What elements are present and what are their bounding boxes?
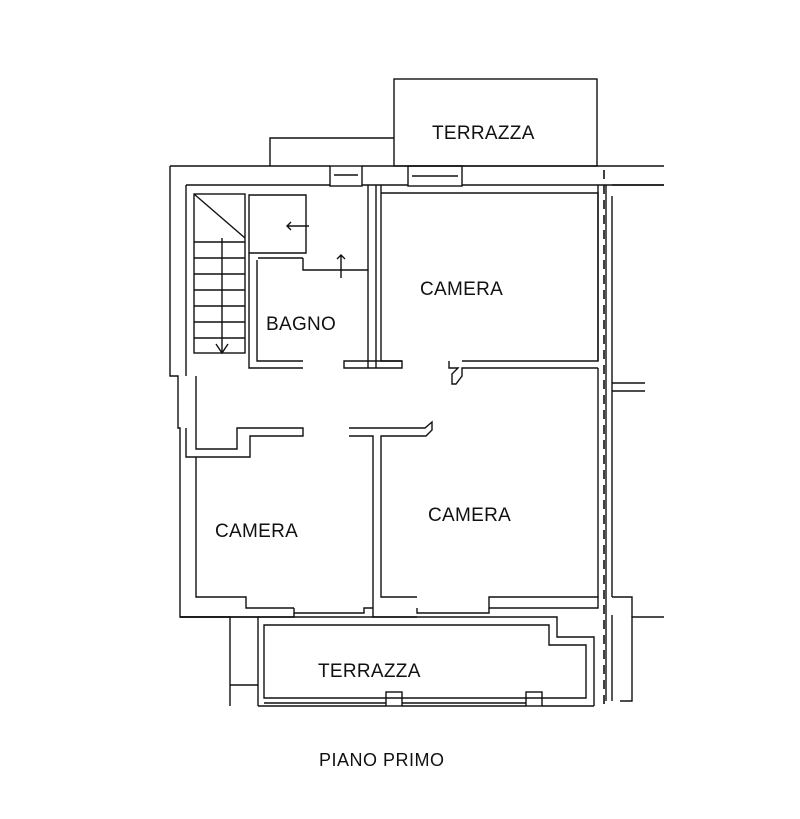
bedroom-top-right-label: CAMERA <box>420 279 504 300</box>
bathroom-label: BAGNO <box>266 314 337 335</box>
bedroom-bottom-right-label: CAMERA <box>428 505 512 526</box>
floor-title: PIANO PRIMO <box>319 750 445 770</box>
terrace-bottom-label: TERRAZZA <box>318 661 421 682</box>
terrace-bottom-outline <box>258 616 595 707</box>
bedroom-top-right-walls <box>380 185 607 701</box>
bedroom-bottom-left-label: CAMERA <box>215 521 299 542</box>
staircase <box>193 193 246 355</box>
bedroom-bottom-right-walls <box>372 596 599 618</box>
corridor-walls <box>195 376 490 614</box>
bathroom-walls <box>248 185 403 369</box>
top-wall-details <box>329 165 463 187</box>
neighbour-wall <box>611 184 664 702</box>
terrace-top-label: TERRAZZA <box>432 123 535 144</box>
